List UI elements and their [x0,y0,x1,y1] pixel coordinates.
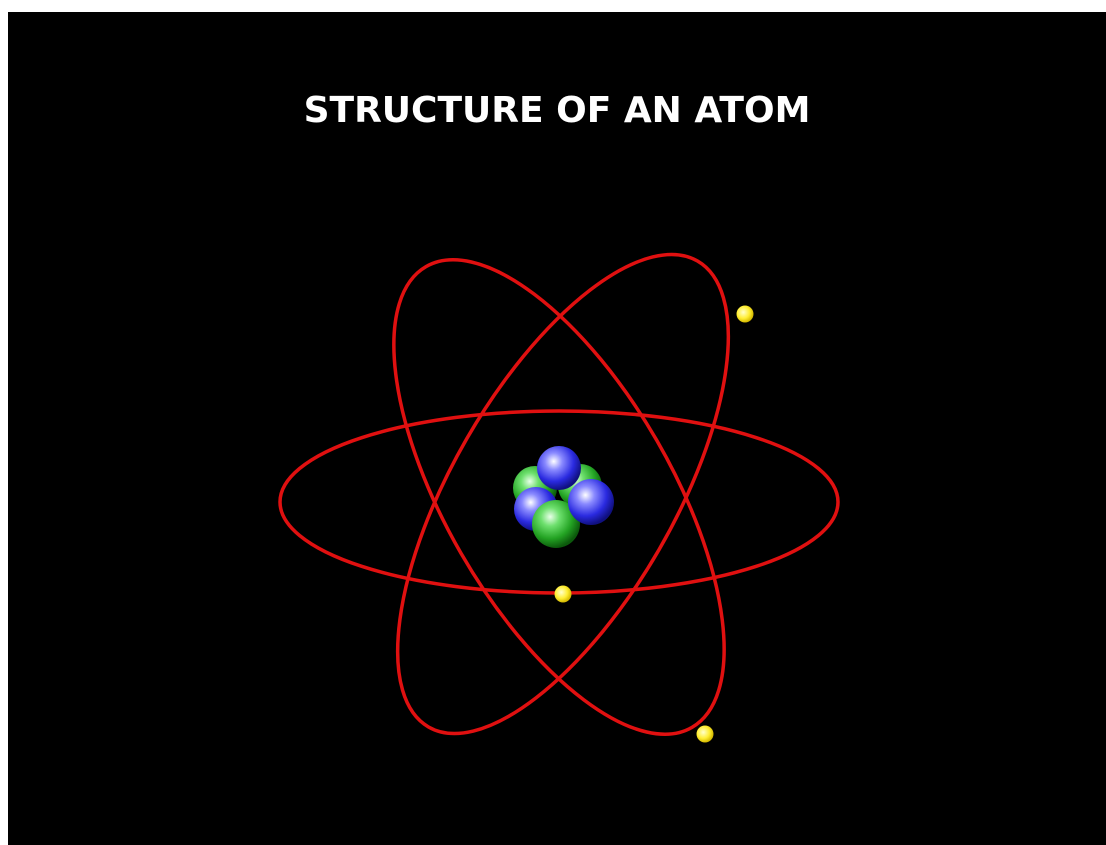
orbit-tilted-right [328,210,790,784]
proton [537,446,581,490]
slide-background: STRUCTURE OF AN ATOM [8,12,1106,845]
electron [697,726,714,743]
proton [568,479,614,525]
atom-diagram [8,12,1106,845]
orbits [280,206,838,784]
electron [555,586,572,603]
nucleus [513,446,614,548]
electron [737,306,754,323]
